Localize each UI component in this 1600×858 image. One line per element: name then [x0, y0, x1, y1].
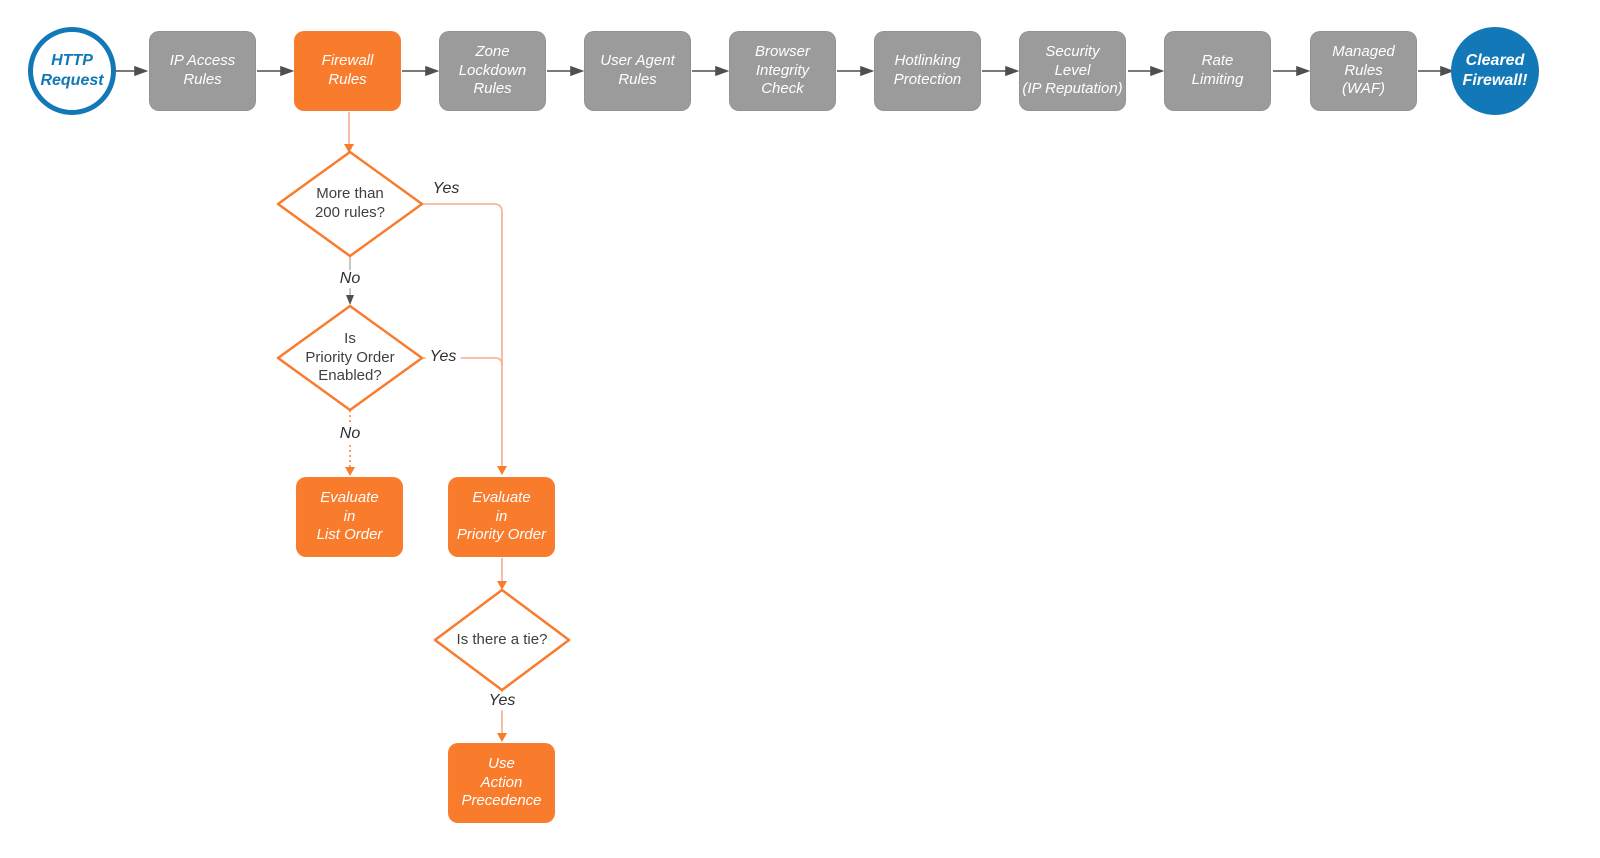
pipeline-arrows: [114, 65, 1455, 77]
stage-label: Managed Rules (WAF): [1332, 42, 1395, 98]
stage-firewall-rules: Firewall Rules: [294, 31, 401, 111]
decision-priority-order-enabled: Is Priority Order Enabled?: [305, 329, 395, 385]
terminator-http-request-label: HTTP Request: [40, 52, 104, 89]
terminator-cleared-firewall: Cleared Firewall!: [1451, 27, 1539, 115]
arrow-decision2-yes: [422, 357, 503, 366]
stage-browser-integrity-check: Browser Integrity Check: [729, 31, 836, 111]
terminator-http-request: HTTP Request: [28, 27, 116, 115]
stage-security-level-ip-reputation: Security Level (IP Reputation): [1019, 31, 1126, 111]
arrow-priority-to-decision3: [497, 558, 507, 590]
stage-zone-lockdown-rules: Zone Lockdown Rules: [439, 31, 546, 111]
decision-more-than-200-rules-shape: [276, 150, 424, 258]
edge-label-no-decision1: No: [335, 270, 365, 288]
stage-hotlinking-protection: Hotlinking Protection: [874, 31, 981, 111]
stage-user-agent-rules: User Agent Rules: [584, 31, 691, 111]
stage-rate-limiting: Rate Limiting: [1164, 31, 1271, 111]
stage-ip-access-rules: IP Access Rules: [149, 31, 256, 111]
arrow-firewall-to-decision1: [344, 112, 354, 153]
process-use-action-precedence: Use Action Precedence: [448, 743, 555, 823]
edge-label-yes-decision2: Yes: [425, 348, 461, 366]
arrow-decision1-yes: [422, 203, 507, 475]
stage-label: Rate Limiting: [1191, 52, 1244, 88]
decision-is-there-a-tie: Is there a tie?: [456, 630, 548, 648]
stage-label: IP Access Rules: [169, 52, 236, 88]
decision-is-there-a-tie-shape: [433, 588, 571, 692]
process-label: Evaluate in List Order: [316, 488, 383, 544]
stage-label: Hotlinking Protection: [893, 52, 962, 88]
decision-more-than-200-rules: More than 200 rules?: [314, 185, 386, 221]
terminator-cleared-firewall-label: Cleared Firewall!: [1462, 52, 1528, 89]
process-evaluate-in-priority-order: Evaluate in Priority Order: [448, 477, 555, 557]
stage-label: User Agent Rules: [600, 52, 675, 88]
edge-label-no-decision2: No: [335, 425, 365, 443]
stage-label: Browser Integrity Check: [754, 42, 810, 98]
arrow-decision2-no: [345, 410, 355, 476]
process-evaluate-in-list-order: Evaluate in List Order: [296, 477, 403, 557]
edge-label-yes-decision3: Yes: [484, 692, 520, 710]
process-label: Evaluate in Priority Order: [456, 488, 547, 544]
stage-managed-rules-waf: Managed Rules (WAF): [1310, 31, 1417, 111]
stage-label: Security Level (IP Reputation): [1022, 42, 1123, 98]
stage-label: Zone Lockdown Rules: [458, 42, 527, 98]
process-label: Use Action Precedence: [461, 754, 542, 810]
edge-label-yes-decision1: Yes: [432, 180, 460, 198]
decision-priority-order-enabled-shape: [276, 304, 424, 412]
stage-label: Firewall Rules: [321, 52, 374, 88]
